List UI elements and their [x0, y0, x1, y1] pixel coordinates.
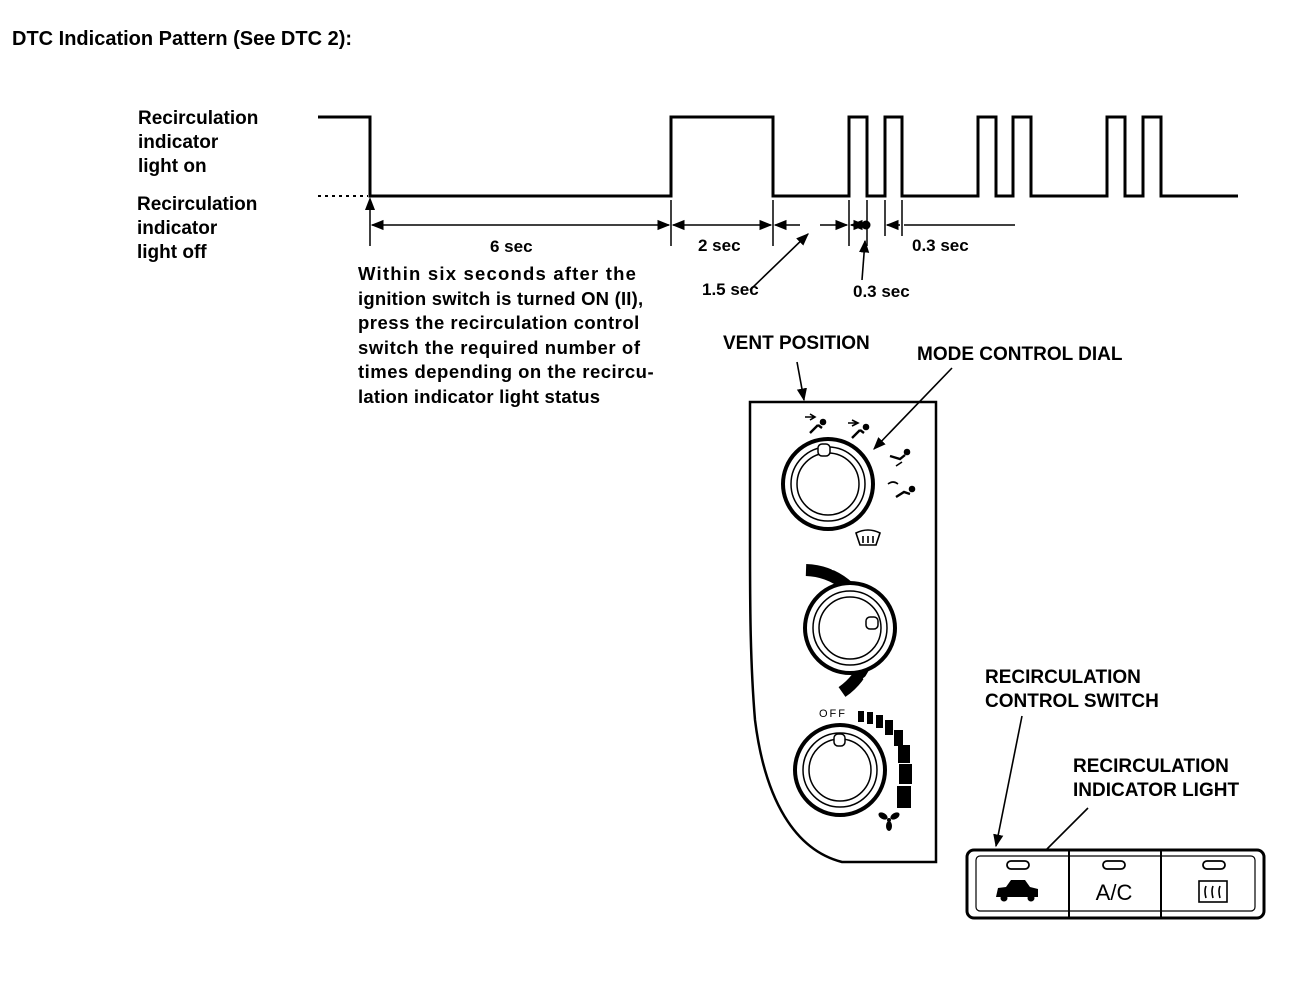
callout-line: INDICATOR LIGHT [1073, 780, 1240, 801]
callout-leaders [796, 361, 1089, 862]
rear-defrost-indicator-light [1202, 860, 1226, 870]
callout-mode-control-dial: MODE CONTROL DIAL [917, 344, 1123, 365]
vent-mode-floor-defrost-icon [887, 481, 916, 499]
mode-control-dial [781, 437, 875, 531]
page-title: DTC Indication Pattern (See DTC 2): [12, 28, 353, 50]
timing-label-1-5sec: 1.5 sec [702, 280, 759, 299]
signal-off-label-line: indicator [137, 218, 218, 239]
callout-vent-position: VENT POSITION [723, 333, 870, 354]
recirculation-control-switch[interactable] [996, 860, 1038, 902]
start-arrow-icon [365, 197, 375, 210]
timing-label-0-3sec-high: 0.3 sec [912, 236, 969, 255]
timing-extension-lines [369, 200, 903, 246]
signal-off-label-line: light off [137, 242, 207, 263]
signal-on-label-line: indicator [138, 132, 219, 153]
timing-label-2sec: 2 sec [698, 236, 741, 255]
instruction-line: lation indicator light status [358, 385, 601, 407]
dimension-lines [370, 219, 1015, 291]
callout-line: CONTROL SWITCH [985, 691, 1159, 712]
car-recirculation-icon [996, 880, 1038, 902]
button-strip [965, 848, 1266, 920]
timing-label-6sec: 6 sec [490, 237, 533, 256]
vent-mode-defrost-icon [855, 529, 881, 546]
instruction-line: switch the required number of [358, 336, 641, 358]
rear-defrost-button[interactable] [1198, 860, 1228, 903]
signal-on-label-line: Recirculation [138, 108, 259, 129]
temperature-dial [803, 564, 897, 697]
instruction-line: press the recirculation control [358, 312, 640, 333]
callout-recirculation-indicator-light: RECIRCULATION INDICATOR LIGHT [1073, 755, 1239, 803]
fan-off-label: OFF [819, 708, 847, 720]
vent-mode-icons [805, 413, 916, 546]
vent-mode-floor-icon [889, 448, 911, 467]
instruction-line: times depending on the recircu- [358, 361, 655, 382]
instruction-line: ignition switch is turned ON (II), [358, 287, 644, 309]
vent-mode-bilevel-icon [848, 419, 870, 439]
instruction-line: Within six seconds after the [358, 263, 638, 284]
timing-label-0-3sec-low: 0.3 sec [853, 282, 910, 301]
ac-button[interactable]: A/C [1096, 860, 1133, 905]
signal-off-label: Recirculation indicator light off [137, 193, 257, 265]
dot-marker-icon [861, 220, 871, 230]
fan-speed-dial [793, 711, 912, 817]
signal-off-label-line: Recirculation [137, 194, 258, 215]
waveform [318, 115, 1238, 198]
ac-button-label: A/C [1096, 880, 1133, 905]
signal-on-label: Recirculation indicator light on [138, 107, 258, 179]
rear-defrost-icon [1198, 880, 1228, 903]
recirculation-indicator-light [1006, 860, 1030, 870]
fan-icon [878, 812, 900, 831]
callout-line: RECIRCULATION [985, 667, 1141, 688]
ac-indicator-light [1102, 860, 1126, 870]
callout-recirculation-control-switch: RECIRCULATION CONTROL SWITCH [985, 666, 1159, 714]
vent-mode-face-icon [805, 413, 827, 434]
callout-line: RECIRCULATION [1073, 756, 1229, 777]
signal-on-label-line: light on [138, 156, 207, 177]
instruction-text: Within six seconds after the ignition sw… [358, 262, 680, 409]
